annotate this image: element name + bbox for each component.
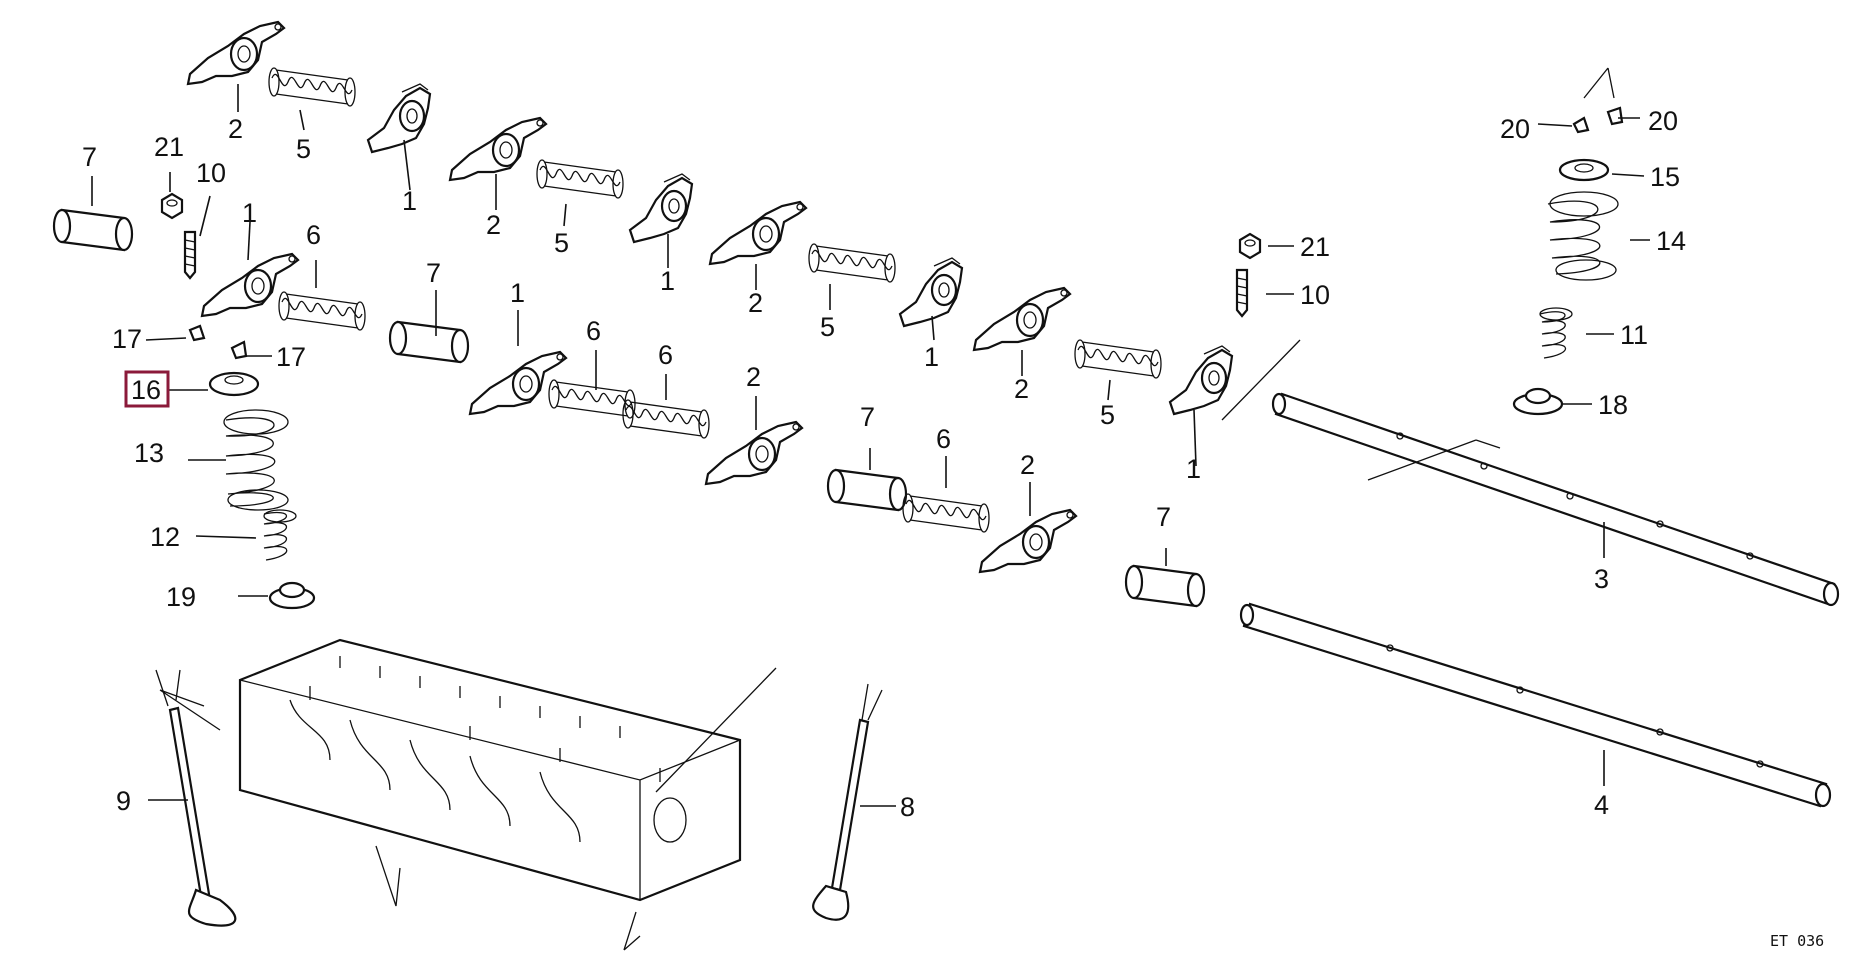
callout-2b: 2 bbox=[486, 210, 501, 240]
callout-15: 15 bbox=[1650, 162, 1680, 192]
callout-13: 13 bbox=[134, 438, 164, 468]
callout-2c: 2 bbox=[748, 288, 763, 318]
valve-spring-retainer-part bbox=[208, 371, 260, 397]
callout-8: 8 bbox=[900, 792, 915, 822]
valve-keeper-part bbox=[230, 340, 248, 360]
rocker-arm-part bbox=[1168, 344, 1234, 416]
rocker-spring-part bbox=[548, 379, 636, 419]
callout-16: 16 bbox=[131, 375, 161, 405]
callout-10a: 10 bbox=[196, 158, 226, 188]
callout-19: 19 bbox=[166, 582, 196, 612]
callout-5d: 5 bbox=[1100, 400, 1115, 430]
callout-20a: 20 bbox=[1500, 114, 1530, 144]
callout-20b: 20 bbox=[1648, 106, 1678, 136]
rocker-spring-part bbox=[1074, 339, 1162, 379]
callout-6a: 6 bbox=[306, 220, 321, 250]
rocker-sleeve-part bbox=[1124, 564, 1206, 608]
rocker-arm-part bbox=[704, 420, 804, 486]
adjusting-screw-part bbox=[183, 230, 197, 280]
valve-spring-seat-part bbox=[1512, 387, 1564, 416]
leader-line bbox=[1367, 439, 1501, 481]
callout-7b: 7 bbox=[426, 258, 441, 288]
reference-code: ET 036 bbox=[1770, 932, 1824, 950]
rocker-sleeve-part bbox=[52, 208, 134, 252]
callout-3: 3 bbox=[1594, 564, 1609, 594]
callout-5c: 5 bbox=[820, 312, 835, 342]
highlight-box-16 bbox=[124, 370, 170, 408]
inner-valve-spring-part bbox=[1539, 307, 1573, 359]
callout-21a: 21 bbox=[154, 132, 184, 162]
callout-17b: 17 bbox=[276, 342, 306, 372]
lock-nut-part bbox=[160, 192, 184, 220]
valve-keeper-part bbox=[188, 324, 206, 342]
rocker-arm-part bbox=[972, 286, 1072, 352]
callout-1e: 1 bbox=[242, 198, 257, 228]
callout-1b: 1 bbox=[660, 266, 675, 296]
exhaust-valve-part bbox=[812, 683, 883, 921]
adjusting-screw-part bbox=[1235, 268, 1249, 318]
callout-4: 4 bbox=[1594, 790, 1609, 820]
rocker-arm-part bbox=[366, 82, 432, 154]
rocker-sleeve-part bbox=[388, 320, 470, 364]
callout-18: 18 bbox=[1598, 390, 1628, 420]
callout-7d: 7 bbox=[1156, 502, 1171, 532]
callout-6b: 6 bbox=[586, 316, 601, 346]
rocker-spring-part bbox=[808, 243, 896, 283]
callout-17a: 17 bbox=[112, 324, 142, 354]
callout-7a: 7 bbox=[82, 142, 97, 172]
rocker-arm-part bbox=[898, 256, 964, 328]
callout-labels: 2 5 1 2 5 1 2 5 1 2 5 1 7 21 10 1 6 17 1… bbox=[82, 106, 1686, 822]
rocker-shaft-intake-part bbox=[1239, 602, 1832, 808]
callout-6d: 6 bbox=[936, 424, 951, 454]
rocker-arm-part bbox=[628, 172, 694, 244]
rocker-spring-part bbox=[268, 67, 356, 107]
callout-1d: 1 bbox=[1186, 454, 1201, 484]
callout-2e: 2 bbox=[746, 362, 761, 392]
valve-keeper-part bbox=[1606, 106, 1624, 126]
callout-7c: 7 bbox=[860, 402, 875, 432]
lock-nut-part bbox=[1238, 232, 1262, 260]
callout-1c: 1 bbox=[924, 342, 939, 372]
rocker-sleeve-part bbox=[826, 468, 908, 512]
leader-line bbox=[1221, 339, 1301, 421]
callout-2a: 2 bbox=[228, 114, 243, 144]
rocker-spring-part bbox=[278, 291, 366, 331]
callout-5a: 5 bbox=[296, 134, 311, 164]
rocker-arm-part bbox=[978, 508, 1078, 574]
leader-lines bbox=[91, 84, 1650, 807]
rocker-arm-part bbox=[448, 116, 548, 182]
rocker-spring-part bbox=[536, 159, 624, 199]
cylinder-head-part bbox=[159, 638, 777, 951]
rocker-spring-part bbox=[902, 493, 990, 533]
callout-1f: 1 bbox=[510, 278, 525, 308]
callout-5b: 5 bbox=[554, 228, 569, 258]
callout-1a: 1 bbox=[402, 186, 417, 216]
rocker-arm-part bbox=[200, 252, 300, 318]
inner-valve-spring-part bbox=[263, 509, 297, 561]
callout-14: 14 bbox=[1656, 226, 1686, 256]
valve-spring-seat-part bbox=[268, 581, 316, 610]
rocker-arm-part bbox=[708, 200, 808, 266]
outer-valve-spring-part bbox=[1547, 191, 1619, 281]
callout-2f: 2 bbox=[1020, 450, 1035, 480]
callout-2d: 2 bbox=[1014, 374, 1029, 404]
callout-12: 12 bbox=[150, 522, 180, 552]
callout-10b: 10 bbox=[1300, 280, 1330, 310]
valve-keeper-part bbox=[1572, 116, 1590, 134]
callout-6c: 6 bbox=[658, 340, 673, 370]
callout-9: 9 bbox=[116, 786, 131, 816]
rocker-shaft-exhaust-part bbox=[1271, 392, 1840, 607]
intake-valve-part bbox=[155, 669, 237, 927]
outer-valve-spring-part bbox=[223, 409, 289, 511]
rocker-spring-part bbox=[622, 399, 710, 439]
callout-21b: 21 bbox=[1300, 232, 1330, 262]
callout-11: 11 bbox=[1620, 320, 1648, 350]
valve-spring-retainer-part bbox=[1558, 158, 1610, 182]
